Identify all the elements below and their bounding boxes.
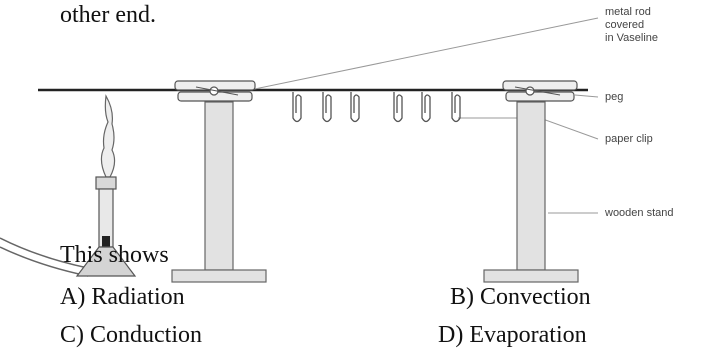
air-hole <box>102 236 110 248</box>
right-peg <box>502 80 578 102</box>
option-a: A) Radiation <box>60 284 185 310</box>
label-metal-rod: metal rod covered in Vaseline <box>605 6 658 45</box>
label-metal-rod-line-2: covered <box>605 19 645 31</box>
left-wooden-stand <box>171 101 267 283</box>
left-peg <box>174 80 256 102</box>
paper-clip <box>451 92 461 123</box>
paper-clip <box>350 92 360 123</box>
burner-base <box>75 246 137 277</box>
paper-clips <box>292 92 461 123</box>
right-wooden-stand <box>483 101 579 283</box>
gas-tube <box>0 237 89 269</box>
option-c: C) Conduction <box>60 322 202 348</box>
option-b: B) Convection <box>450 284 591 310</box>
paper-clip <box>292 92 302 123</box>
label-wooden-stand: wooden stand <box>605 207 674 219</box>
burner-flame <box>100 94 116 178</box>
rod-leader-line <box>249 17 599 91</box>
leader-lines <box>249 17 599 214</box>
burner-collar <box>95 176 117 190</box>
bunsen-burner <box>0 94 137 277</box>
option-d: D) Evaporation <box>438 322 587 348</box>
paper-clip <box>322 92 332 123</box>
paper-clip <box>421 92 431 123</box>
paper-clip <box>393 92 403 123</box>
label-peg: peg <box>605 91 624 103</box>
peg-leader-line <box>574 94 599 98</box>
label-paper-clip: paper clip <box>605 133 653 145</box>
intro-text-fragment: other end. <box>60 2 156 28</box>
label-metal-rod-line-1: metal rod <box>605 6 651 18</box>
question-stem: This shows <box>60 242 169 268</box>
label-metal-rod-line-3: in Vaseline <box>605 32 658 44</box>
